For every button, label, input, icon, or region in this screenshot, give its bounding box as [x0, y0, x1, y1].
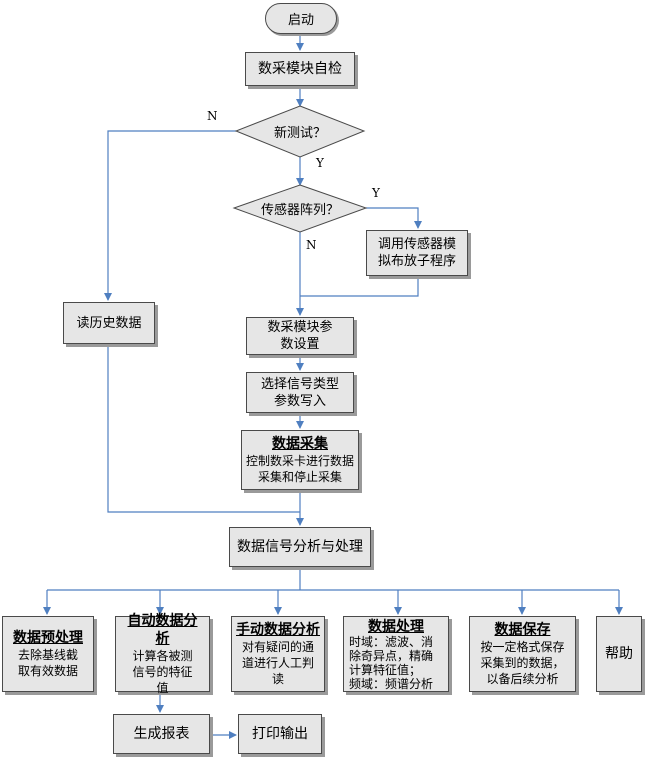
- sensor-array-text: 传感器阵列？: [260, 202, 339, 218]
- processing-body-freq: 频域：频谱分析: [349, 677, 434, 691]
- help-node: 帮助: [596, 616, 642, 692]
- label-sensor-yes: Y: [372, 186, 380, 200]
- analysis-node: 数据信号分析与处理: [229, 527, 371, 567]
- label-new-test-yes: Y: [316, 156, 324, 170]
- signal-select-label: 选择信号类型参数写入: [260, 376, 339, 409]
- preprocess-body: 去除基线截取有效数据: [17, 648, 78, 678]
- param-set-node: 数采模块参数设置: [246, 317, 354, 355]
- manual-analysis-body: 对有疑问的通道进行人工判读: [241, 640, 314, 686]
- call-sensor-label: 调用传感器模拟布放子程序: [377, 237, 456, 269]
- self-check-label: 数采模块自检: [258, 60, 342, 77]
- report-node: 生成报表: [113, 714, 210, 754]
- auto-analysis-node: 自动数据分析 计算各被测信号的特征值: [115, 613, 210, 695]
- label-new-test-no: N: [207, 109, 218, 123]
- help-label: 帮助: [605, 645, 633, 662]
- acquisition-body: 控制数采卡进行数据采集和停止采集: [246, 454, 355, 484]
- report-label: 生成报表: [133, 725, 190, 742]
- self-check-node: 数采模块自检: [245, 52, 355, 86]
- acquisition-title: 数据采集: [272, 436, 328, 452]
- start-node: 启动: [265, 3, 337, 34]
- sensor-array-diamond: [232, 184, 368, 233]
- new-test-diamond: [234, 105, 366, 158]
- auto-analysis-title: 自动数据分析: [127, 613, 198, 647]
- manual-analysis-node: 手动数据分析 对有疑问的通道进行人工判读: [231, 616, 325, 692]
- save-node: 数据保存 按一定格式保存采集到的数据，以备后续分析: [469, 616, 576, 692]
- analysis-label: 数据信号分析与处理: [237, 538, 363, 555]
- manual-analysis-title: 手动数据分析: [236, 622, 320, 638]
- print-node: 打印输出: [238, 714, 322, 754]
- acquisition-node: 数据采集 控制数采卡进行数据采集和停止采集: [241, 430, 359, 490]
- signal-select-node: 选择信号类型参数写入: [246, 372, 354, 413]
- save-title: 数据保存: [494, 622, 551, 638]
- preprocess-title: 数据预处理: [13, 630, 83, 646]
- auto-analysis-body: 计算各被测信号的特征值: [132, 649, 193, 695]
- save-body: 按一定格式保存采集到的数据，以备后续分析: [480, 640, 565, 686]
- processing-title: 数据处理: [368, 619, 424, 635]
- param-set-label: 数采模块参数设置: [267, 320, 333, 352]
- processing-body-time: 时域：滤波、消除奇异点，精确计算特征值；: [349, 635, 434, 677]
- read-history-label: 读历史数据: [76, 315, 142, 331]
- preprocess-node: 数据预处理 去除基线截取有效数据: [2, 616, 94, 692]
- call-sensor-node: 调用传感器模拟布放子程序: [366, 230, 468, 276]
- read-history-node: 读历史数据: [63, 302, 155, 344]
- start-label: 启动: [287, 13, 314, 28]
- processing-node: 数据处理 时域：滤波、消除奇异点，精确计算特征值； 频域：频谱分析: [343, 616, 449, 692]
- label-sensor-no: N: [306, 238, 317, 252]
- print-label: 打印输出: [252, 725, 308, 742]
- new-test-text: 新测试？: [273, 125, 326, 141]
